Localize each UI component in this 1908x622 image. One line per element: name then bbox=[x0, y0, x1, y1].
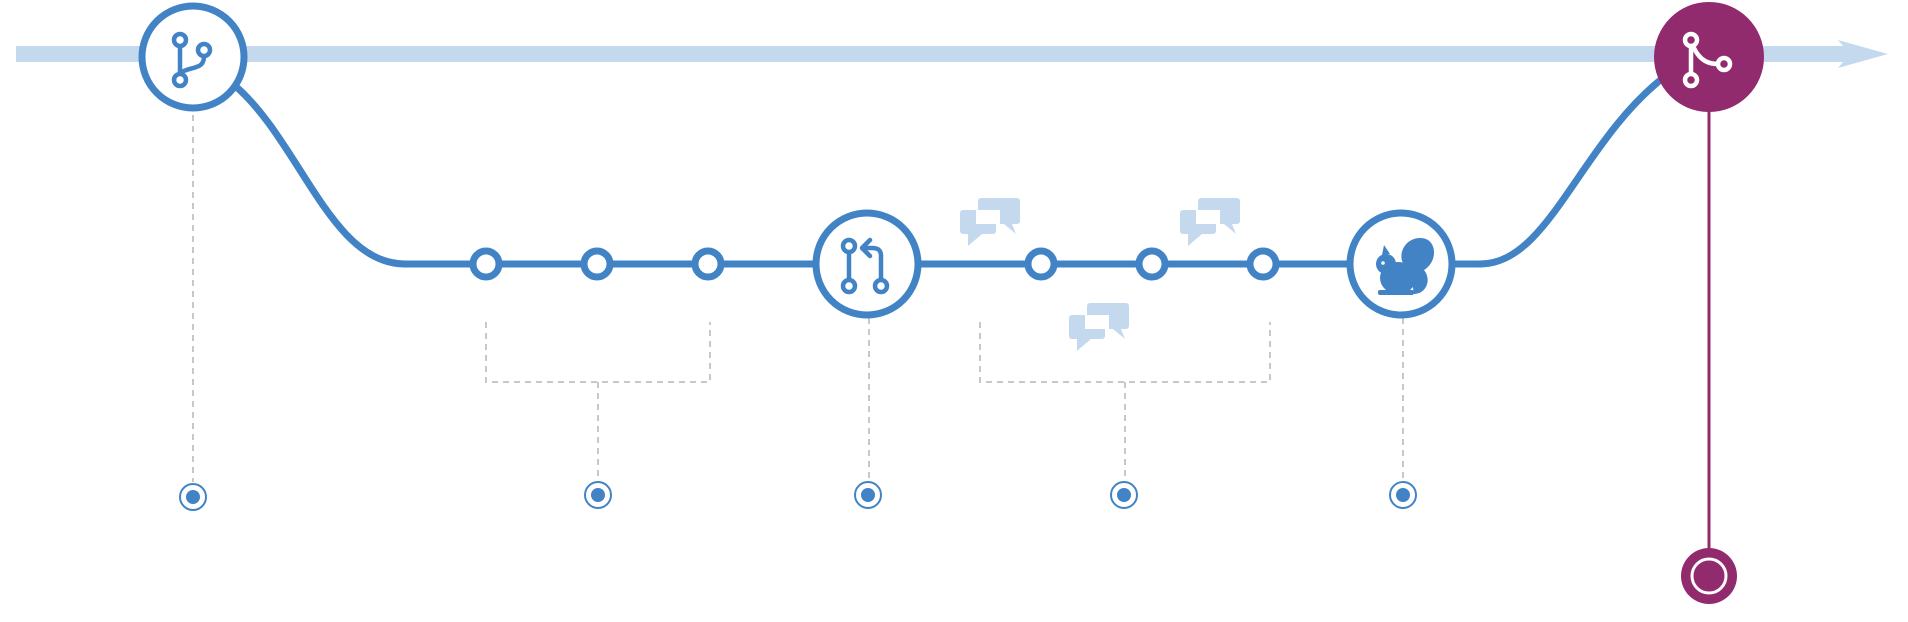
deploy-node bbox=[1346, 209, 1456, 319]
branch-out-curve bbox=[229, 80, 409, 268]
branch-merge-curve bbox=[1476, 70, 1672, 268]
guide-lines bbox=[192, 115, 1404, 482]
pull-request-icon bbox=[840, 237, 890, 295]
branch-icon bbox=[171, 31, 213, 89]
discussion-icon bbox=[960, 198, 1020, 246]
discussion-icon bbox=[1180, 198, 1240, 246]
branch-node bbox=[138, 2, 248, 112]
merge-node bbox=[1654, 2, 1764, 556]
discussion-icon bbox=[1069, 303, 1129, 351]
commit-dot-1 bbox=[469, 247, 503, 281]
guide-bracket-discussion bbox=[979, 322, 1271, 480]
target-dot-icon bbox=[186, 490, 200, 504]
commit-dot-2 bbox=[580, 247, 614, 281]
comment-bubbles-1 bbox=[960, 198, 1020, 246]
target-ring-icon bbox=[1690, 557, 1728, 595]
guide-bracket-commits bbox=[485, 322, 711, 480]
squirrel-icon bbox=[1376, 238, 1435, 295]
feature-branch bbox=[229, 70, 1672, 268]
target-dot-icon bbox=[1396, 488, 1410, 502]
commits bbox=[469, 247, 1280, 281]
commit-dot-6 bbox=[1246, 247, 1280, 281]
commit-dot-5 bbox=[1135, 247, 1169, 281]
main-timeline bbox=[16, 40, 1888, 68]
target-dot-icon bbox=[1117, 488, 1131, 502]
step-4-marker bbox=[1110, 481, 1138, 509]
comment-bubbles-3 bbox=[1069, 303, 1129, 351]
pull-request-node bbox=[812, 209, 922, 319]
step-3-marker bbox=[854, 481, 882, 509]
commit-dot-3 bbox=[691, 247, 725, 281]
main-line bbox=[16, 46, 1856, 62]
step-1-marker bbox=[179, 483, 207, 511]
step-2-marker bbox=[584, 481, 612, 509]
step-markers bbox=[179, 481, 1737, 604]
timeline-arrowhead-icon bbox=[1838, 40, 1888, 68]
commit-dot-4 bbox=[1024, 247, 1058, 281]
target-dot-icon bbox=[591, 488, 605, 502]
comment-bubbles-2 bbox=[1180, 198, 1240, 246]
target-dot-icon bbox=[861, 488, 875, 502]
step-6-marker bbox=[1681, 548, 1737, 604]
step-5-marker bbox=[1389, 481, 1417, 509]
merge-icon bbox=[1682, 31, 1733, 89]
